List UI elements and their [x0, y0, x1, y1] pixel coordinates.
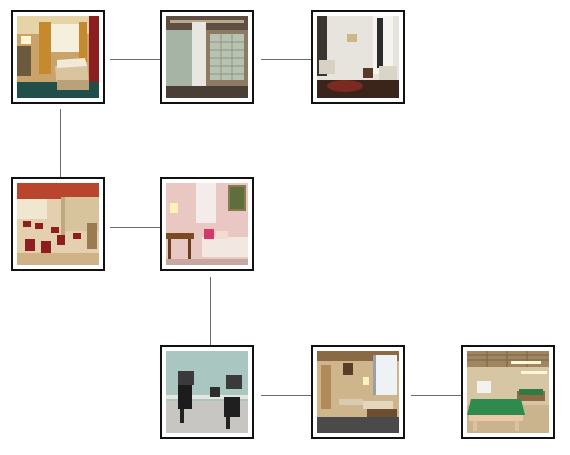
living-room-thumbnail: [317, 16, 399, 98]
node-game-room[interactable]: [461, 345, 555, 439]
node-cafeteria[interactable]: [11, 177, 105, 271]
cafeteria-thumbnail: [17, 183, 99, 265]
girls-bedroom-thumbnail: [166, 183, 248, 265]
edge-girls-bedroom-computer-room: [210, 277, 211, 345]
edge-hotel-bedroom-basement: [110, 59, 160, 60]
edge-basement-living-room: [261, 59, 311, 60]
node-basement[interactable]: [160, 10, 254, 104]
node-waiting-room[interactable]: [311, 345, 405, 439]
computer-room-thumbnail: [166, 351, 248, 433]
node-girls-bedroom[interactable]: [160, 177, 254, 271]
waiting-room-thumbnail: [317, 351, 399, 433]
hotel-bedroom-thumbnail: [17, 16, 99, 98]
node-computer-room[interactable]: [160, 345, 254, 439]
edge-waiting-room-game-room: [411, 395, 461, 396]
basement-thumbnail: [166, 16, 248, 98]
edge-computer-room-waiting-room: [261, 395, 311, 396]
node-hotel-bedroom[interactable]: [11, 10, 105, 104]
edge-hotel-bedroom-cafeteria: [60, 109, 61, 177]
game-room-thumbnail: [467, 351, 549, 433]
node-living-room[interactable]: [311, 10, 405, 104]
edge-cafeteria-girls-bedroom: [110, 227, 160, 228]
